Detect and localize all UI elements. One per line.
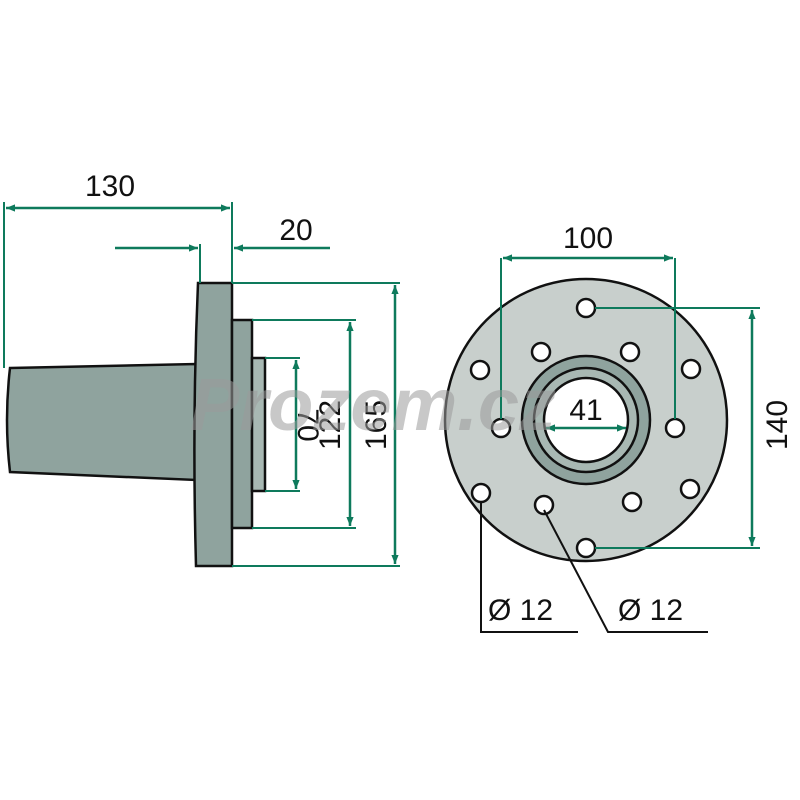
dim-flange-thickness: 20: [279, 214, 312, 247]
inner-hub: [250, 356, 267, 493]
bolt-hole: [575, 537, 597, 559]
dim-overall-length: 130: [85, 170, 135, 203]
flange: [193, 281, 234, 568]
bolt-hole: [469, 359, 491, 381]
dim-bore: 41: [569, 394, 602, 427]
dim-flange-diameter: 165: [360, 400, 393, 450]
bolt-holes: [469, 297, 702, 559]
leader-hole-b: [543, 509, 708, 633]
dim-pcd: 140: [761, 400, 794, 450]
bolt-hole: [680, 358, 702, 380]
bolt-hole: [621, 491, 643, 513]
front-view: 100 140 41 Ø 12 Ø 12: [443, 222, 794, 633]
leader-hole-a: [480, 502, 578, 633]
side-view: 130 20 70 122 165: [3, 170, 400, 568]
bolt-hole: [679, 478, 701, 500]
shaft: [5, 362, 198, 482]
dim-spigot-diameter: 122: [314, 400, 347, 450]
dim-inner-diameter: 70: [291, 408, 324, 441]
bolt-hole: [664, 417, 686, 439]
bolt-hole: [619, 341, 641, 363]
bore: [542, 376, 630, 464]
bolt-hole: [530, 341, 552, 363]
bolt-hole: [470, 482, 492, 504]
bolt-hole: [575, 297, 597, 319]
dim-bolt-spacing: 100: [563, 222, 613, 255]
bolt-hole: [533, 494, 555, 516]
dim-hole-dia-a: Ø 12: [488, 594, 553, 627]
watermark: Prozem.cz: [190, 363, 556, 446]
dim-hole-dia-b: Ø 12: [618, 594, 683, 627]
